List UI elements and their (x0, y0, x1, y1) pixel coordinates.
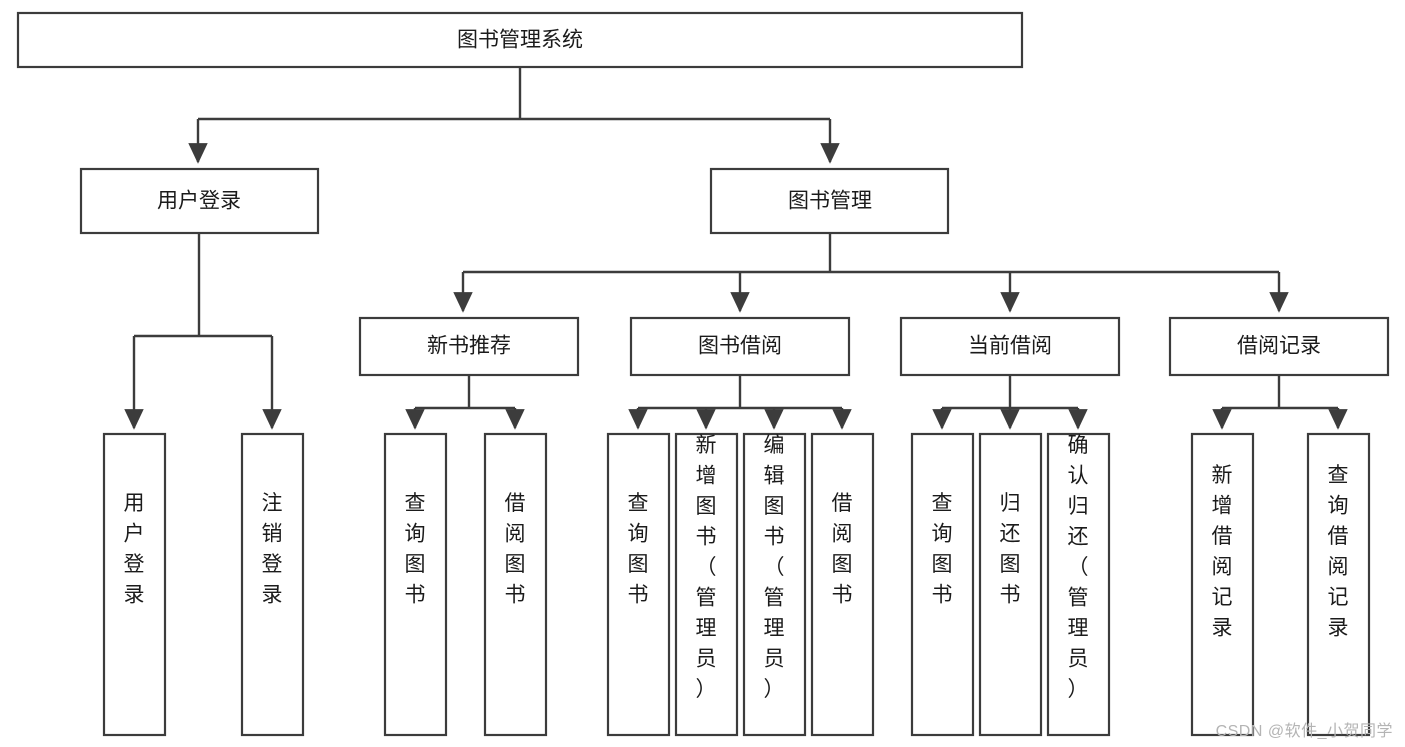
node-current-borrow-label: 当前借阅 (968, 335, 1052, 358)
node-new-book-recommend[interactable]: 新书推荐 (358, 316, 580, 377)
leaf-newbook-borrow-box[interactable] (483, 432, 548, 737)
leaf-node[interactable]: 用户登录 (102, 432, 167, 737)
connector-group-book-borrow (628, 375, 852, 430)
leaf-node[interactable]: 归还图书 (978, 432, 1043, 737)
leaf-node[interactable]: 注销登录 (240, 432, 305, 737)
leaf-borrow-query-box[interactable] (606, 432, 671, 737)
leaf-borrow-editbook-box[interactable] (742, 432, 807, 737)
node-root-label: 图书管理系统 (457, 29, 583, 52)
node-borrow-record[interactable]: 借阅记录 (1168, 316, 1390, 377)
leaf-logout-label: 注销登录 (262, 492, 283, 607)
node-user-login-box[interactable] (79, 167, 320, 235)
leaf-borrow-addbook-label: 新增图书（管理员） (696, 434, 717, 701)
node-user-login-label: 用户登录 (157, 190, 241, 213)
leaf-record-query-label: 查询借阅记录 (1328, 464, 1349, 640)
connector-group-user-login (124, 233, 282, 430)
node-root[interactable]: 图书管理系统 (16, 11, 1024, 69)
leaf-borrow-borrowbook-label: 借阅图书 (832, 492, 853, 607)
leaf-borrow-borrowbook-box[interactable] (810, 432, 875, 737)
leaf-newbook-borrow-label: 借阅图书 (505, 492, 526, 607)
leaf-current-return-box[interactable] (978, 432, 1043, 737)
leaf-newbook-query-box[interactable] (383, 432, 448, 737)
leaf-newbook-query-label: 查询图书 (405, 492, 426, 607)
node-user-login[interactable]: 用户登录 (79, 167, 320, 235)
node-book-manage-label: 图书管理 (788, 190, 872, 213)
leaf-logout-box[interactable] (240, 432, 305, 737)
leaf-borrow-query-label: 查询图书 (628, 492, 649, 607)
node-new-book-recommend-label: 新书推荐 (427, 335, 511, 358)
node-current-borrow[interactable]: 当前借阅 (899, 316, 1121, 377)
node-book-manage[interactable]: 图书管理 (709, 167, 950, 235)
leaf-node[interactable]: 查询图书 (383, 432, 448, 737)
connector-group-borrow-record (1212, 375, 1348, 430)
leaf-current-confirm-box[interactable] (1046, 432, 1111, 737)
leaf-node[interactable]: 确认归还（管理员） (1046, 432, 1111, 737)
connector-group-current-borrow (932, 375, 1088, 430)
node-new-book-recommend-box[interactable] (358, 316, 580, 377)
node-borrow-record-label: 借阅记录 (1237, 335, 1321, 358)
leaf-borrow-addbook-box[interactable] (674, 432, 739, 737)
node-book-borrow-box[interactable] (629, 316, 851, 377)
leaf-node[interactable]: 新增图书（管理员） (674, 432, 739, 737)
node-root-box[interactable] (16, 11, 1024, 69)
leaf-node[interactable]: 借阅图书 (483, 432, 548, 737)
leaf-record-add-label: 新增借阅记录 (1212, 464, 1233, 640)
connector-group-root (188, 67, 840, 164)
connector-group-book-manage (453, 233, 1289, 313)
leaf-record-query-box[interactable] (1306, 432, 1371, 737)
leaf-user-login-box[interactable] (102, 432, 167, 737)
node-book-manage-box[interactable] (709, 167, 950, 235)
connector-group-new-book (405, 375, 525, 430)
node-book-borrow[interactable]: 图书借阅 (629, 316, 851, 377)
node-current-borrow-box[interactable] (899, 316, 1121, 377)
leaf-record-add-box[interactable] (1190, 432, 1255, 737)
leaf-current-query-label: 查询图书 (932, 492, 953, 607)
node-book-borrow-label: 图书借阅 (698, 335, 782, 358)
leaf-node[interactable]: 新增借阅记录 (1190, 432, 1255, 737)
leaf-user-login-label: 用户登录 (124, 492, 145, 607)
csdn-watermark: CSDN @软件_小贺同学 (1215, 723, 1393, 740)
leaf-node[interactable]: 编辑图书（管理员） (742, 432, 807, 737)
leaf-node[interactable]: 查询图书 (910, 432, 975, 737)
node-borrow-record-box[interactable] (1168, 316, 1390, 377)
leaf-borrow-editbook-label: 编辑图书（管理员） (764, 434, 785, 701)
leaf-node[interactable]: 查询借阅记录 (1306, 432, 1371, 737)
leaf-current-return-label: 归还图书 (1000, 492, 1021, 607)
leaf-current-confirm-label: 确认归还（管理员） (1068, 434, 1089, 701)
leaf-node[interactable]: 查询图书 (606, 432, 671, 737)
leaf-current-query-box[interactable] (910, 432, 975, 737)
leaf-node[interactable]: 借阅图书 (810, 432, 875, 737)
